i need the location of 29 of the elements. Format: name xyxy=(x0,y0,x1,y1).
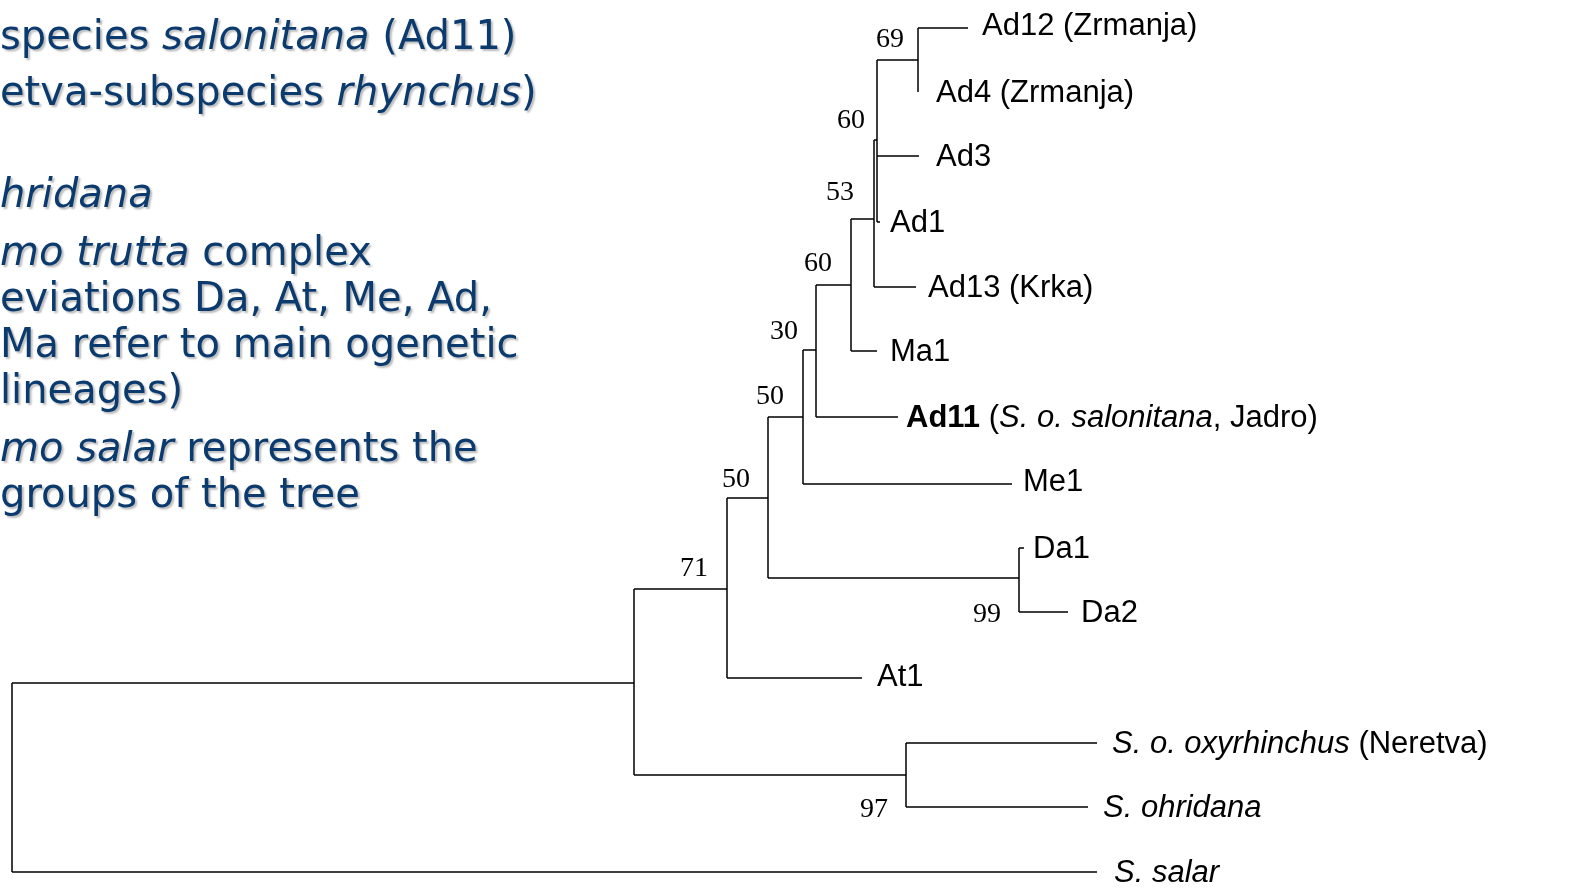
bootstrap-value: 60 xyxy=(804,247,832,277)
bootstrap-value: 99 xyxy=(973,598,1001,628)
taxon-label: Da1 xyxy=(1033,531,1090,565)
taxon-label: Ad4 (Zrmanja) xyxy=(936,75,1135,109)
taxon-label: S. ohridana xyxy=(1103,790,1262,824)
taxon-label: Ma1 xyxy=(890,334,951,368)
note-text: mo trutta complex eviations Da, At, Me, Ad, Ma refer to main ogenetic lineages) xyxy=(0,228,520,412)
taxon-label: Me1 xyxy=(1023,464,1084,498)
note-text: mo salar represents the groups of the tree xyxy=(0,424,479,516)
taxon-label: S. o. oxyrhinchus (Neretva) xyxy=(1112,726,1488,760)
bootstrap-value: 69 xyxy=(876,23,904,53)
note-text: hridana xyxy=(0,170,154,216)
bootstrap-value: 53 xyxy=(826,176,854,206)
taxon-label: At1 xyxy=(877,659,924,693)
taxon-label: Ad1 xyxy=(890,205,946,239)
bootstrap-value: 50 xyxy=(756,380,784,410)
bootstrap-value: 50 xyxy=(722,463,750,493)
bootstrap-value: 30 xyxy=(770,315,798,345)
note-text: species salonitana (Ad11) xyxy=(0,12,518,58)
taxon-label: Ad3 xyxy=(936,139,992,173)
bootstrap-value: 60 xyxy=(837,104,865,134)
note-text: etva-subspecies rhynchus) xyxy=(0,68,538,114)
taxon-label: Da2 xyxy=(1081,595,1138,629)
taxon-label: Ad11 (S. o. salonitana, Jadro) xyxy=(906,400,1318,434)
bootstrap-value: 71 xyxy=(680,552,708,582)
taxon-label: Ad12 (Zrmanja) xyxy=(982,8,1198,42)
taxon-label: Ad13 (Krka) xyxy=(928,270,1094,304)
bootstrap-value: 97 xyxy=(860,793,888,823)
taxon-label: S. salar xyxy=(1114,855,1220,888)
